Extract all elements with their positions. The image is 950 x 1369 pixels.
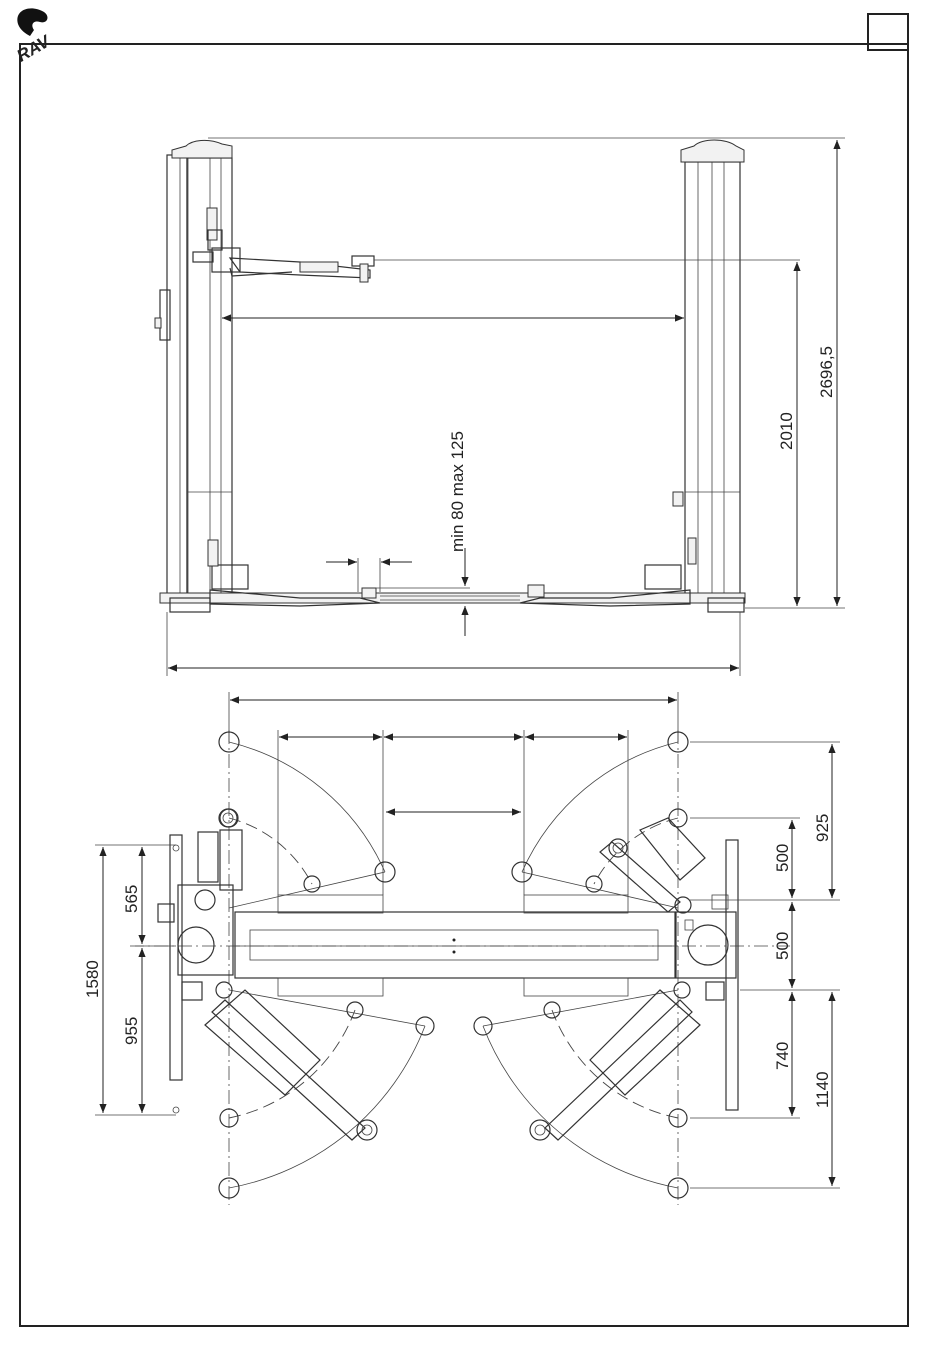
raised-arm <box>193 252 800 282</box>
min-max-label: min 80 max 125 <box>448 431 467 552</box>
logo-text: RAV <box>14 31 55 66</box>
pad-position-markers <box>219 732 688 1198</box>
lift-height-dimension: 2010 <box>745 262 805 608</box>
dim-500-lower-label: 500 <box>773 932 792 960</box>
dim-1140-label: 1140 <box>813 1071 832 1108</box>
dim-1580-label: 1580 <box>83 960 102 998</box>
left-dimension-chain: 1580 565 955 <box>83 845 176 1115</box>
pad-width-dimension <box>326 558 412 592</box>
dim-925-label: 925 <box>813 814 832 842</box>
left-column <box>155 140 240 598</box>
dim-740-label: 740 <box>773 1042 792 1070</box>
base-cover-plate <box>235 895 675 996</box>
top-span-dimension <box>229 692 678 742</box>
right-column <box>673 140 744 598</box>
rav-logo-icon: RAV <box>14 8 55 65</box>
total-height-label: 2696,5 <box>817 346 836 398</box>
lift-height-label: 2010 <box>777 412 796 450</box>
segment-dimensions <box>278 730 628 895</box>
dim-500-upper-label: 500 <box>773 844 792 872</box>
min-max-dimension: min 80 max 125 <box>376 431 470 636</box>
dim-565-label: 565 <box>122 885 141 913</box>
overall-width-dimension <box>167 612 740 676</box>
page-frame <box>20 44 908 1326</box>
right-column-base <box>530 818 738 1140</box>
front-view: min 80 max 125 2010 2696,5 <box>155 138 845 676</box>
total-height-dimension: 2696,5 <box>208 138 845 608</box>
left-column-base <box>158 809 377 1140</box>
dim-955-label: 955 <box>122 1017 141 1045</box>
top-view: 925 500 500 740 1140 1580 565 955 <box>83 692 840 1205</box>
